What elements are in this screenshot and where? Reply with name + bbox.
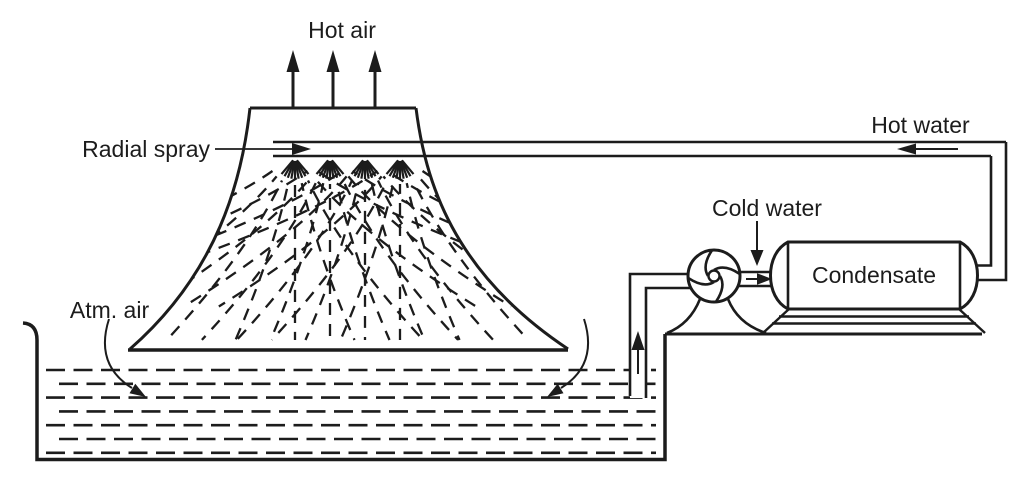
cold-water-pointer-arrow — [750, 221, 764, 266]
basin-wall — [22, 321, 667, 462]
condenser-support-right — [958, 308, 986, 334]
cold-water-label: Cold water — [712, 195, 822, 221]
hot-water-pipe — [215, 140, 1008, 282]
suction-flow-arrow-up — [631, 331, 645, 374]
atm-air-arrow-left — [103, 318, 146, 397]
pump-impeller — [687, 249, 741, 303]
hot-water-flow-arrow — [897, 143, 958, 155]
radial-spray-label: Radial spray — [82, 136, 210, 162]
pond-water-surface — [46, 368, 656, 455]
hot-air-label: Hot air — [308, 17, 376, 43]
pump — [666, 248, 777, 335]
discharge-flow-arrow — [746, 273, 772, 285]
atm-air-arrow-right — [547, 318, 590, 397]
pond-basin — [22, 321, 982, 462]
hot-water-label: Hot water — [871, 112, 970, 138]
condenser-support-left — [762, 308, 790, 334]
atm-air-label: Atm. air — [69, 297, 150, 323]
tower-right-wall — [414, 107, 569, 351]
cooling-tower-shell — [128, 106, 569, 352]
hot-air-arrows — [286, 50, 382, 108]
impeller-hub — [707, 269, 721, 283]
condenser — [762, 240, 986, 334]
radial-spray-pointer-arrow — [215, 143, 311, 155]
condensate-label: Condensate — [811, 262, 937, 288]
tower-left-wall — [129, 107, 252, 351]
pump-leg-left — [666, 298, 702, 335]
pump-leg-right — [726, 298, 767, 335]
